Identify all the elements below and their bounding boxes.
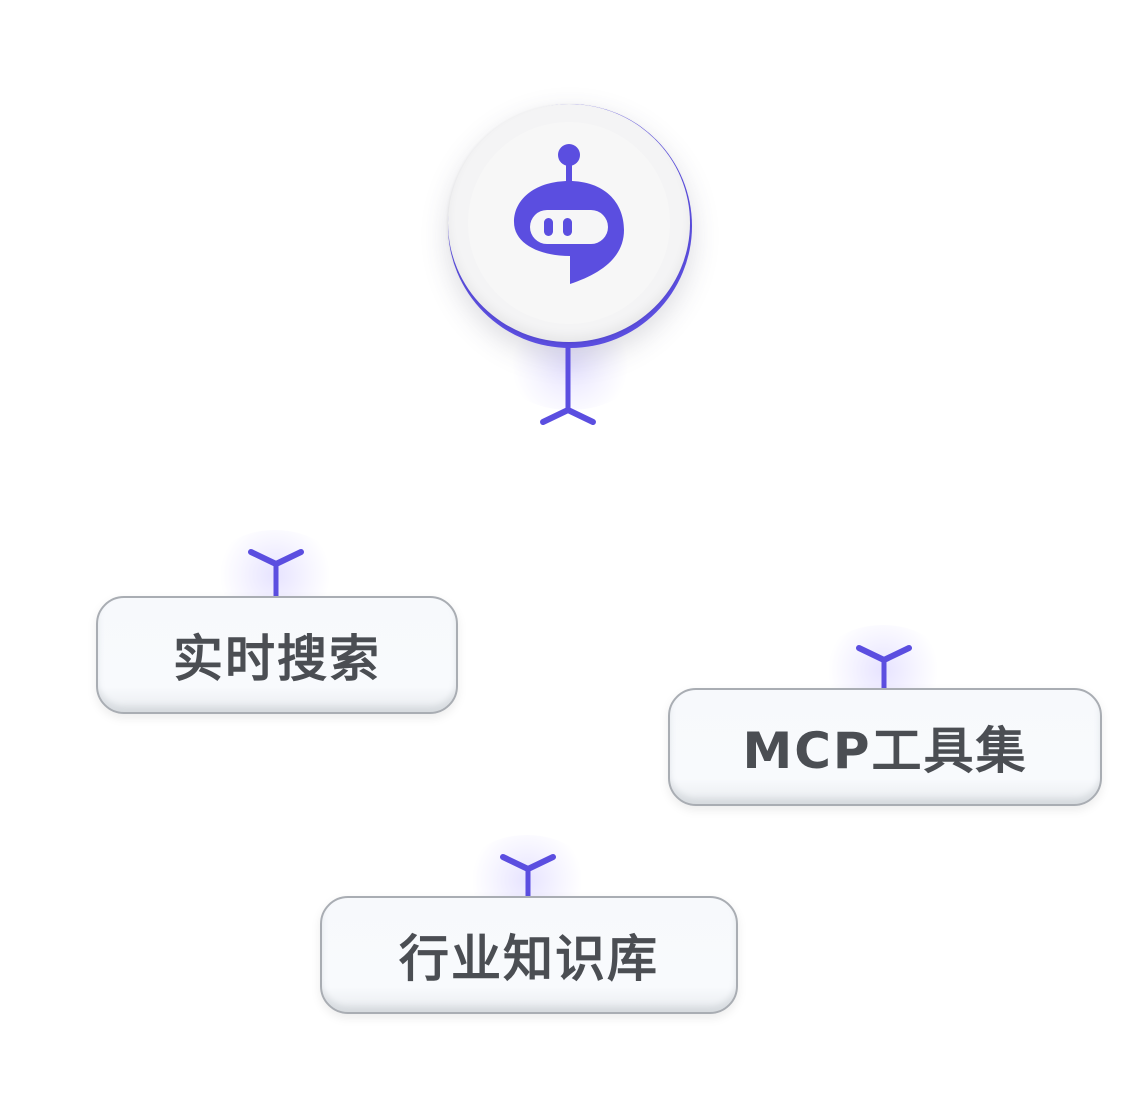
- node-mcp-tools[interactable]: MCP工具集: [668, 688, 1102, 806]
- agent-hub[interactable]: [448, 104, 692, 348]
- input-connector-icon: [248, 549, 304, 600]
- hub-output-connector-icon: [540, 346, 596, 425]
- node-realtime-search[interactable]: 实时搜索: [96, 596, 458, 714]
- input-connector-icon: [500, 854, 556, 901]
- node-label: 行业知识库: [399, 930, 659, 988]
- node-label: 实时搜索: [173, 630, 381, 688]
- node-label: MCP工具集: [742, 722, 1028, 780]
- robot-chat-icon: [514, 144, 624, 290]
- input-connector-icon: [856, 645, 912, 692]
- hub-face: [448, 104, 690, 342]
- node-industry-knowledge-base[interactable]: 行业知识库: [320, 896, 738, 1014]
